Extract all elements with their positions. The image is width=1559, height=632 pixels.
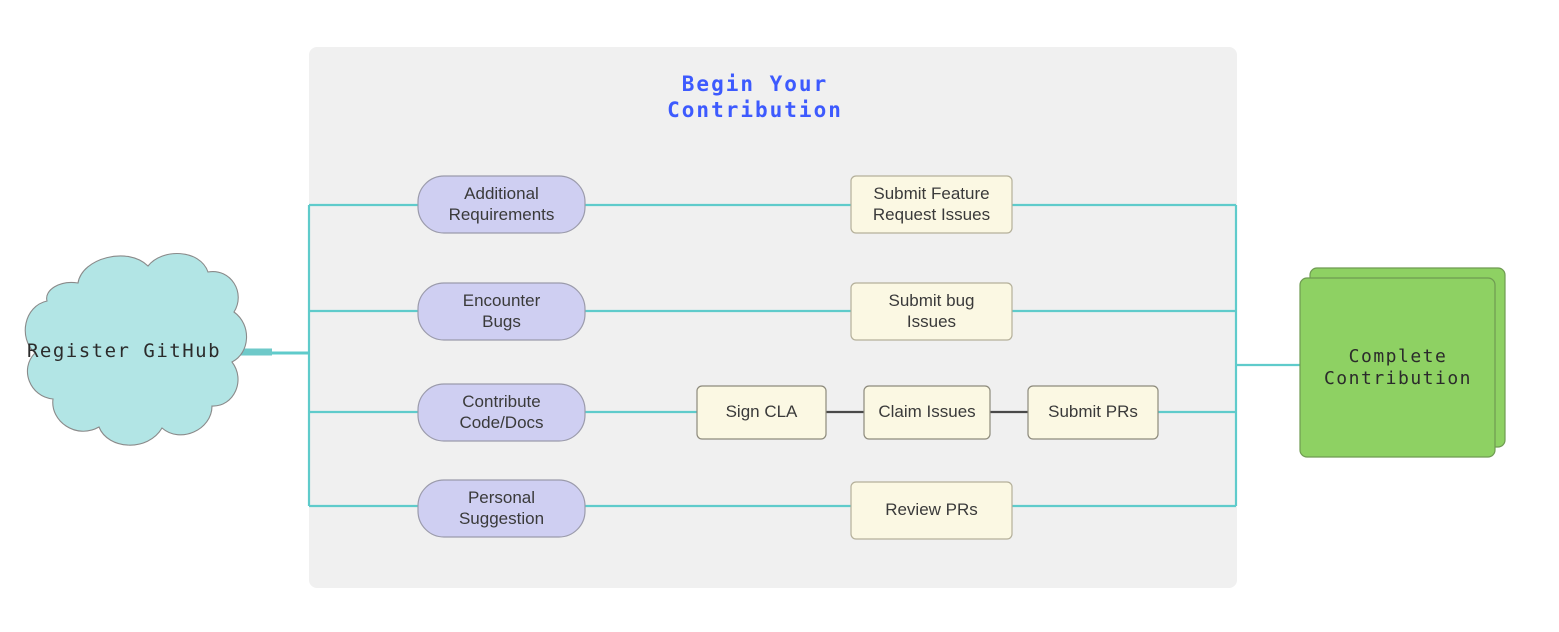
branch-box-contribute-code-docs[interactable] <box>417 383 586 442</box>
start-cloud-shape[interactable] <box>24 253 248 446</box>
action-box-submit-feature-request-issues[interactable] <box>850 175 1013 234</box>
branch-box-personal-suggestion[interactable] <box>417 479 586 538</box>
step-box-sign-cla[interactable] <box>696 385 827 440</box>
action-box-submit-bug-issues[interactable] <box>850 282 1013 341</box>
branch-box-encounter-bugs[interactable] <box>417 282 586 341</box>
action-box-review-prs[interactable] <box>850 481 1013 540</box>
step-box-claim-issues[interactable] <box>863 385 991 440</box>
branch-box-additional-requirements[interactable] <box>417 175 586 234</box>
end-node-stack[interactable] <box>1299 267 1506 458</box>
row-connectors <box>585 203 851 508</box>
step-box-submit-prs[interactable] <box>1027 385 1159 440</box>
right-connector-bus <box>1012 203 1300 508</box>
left-connector-bus <box>307 203 418 508</box>
